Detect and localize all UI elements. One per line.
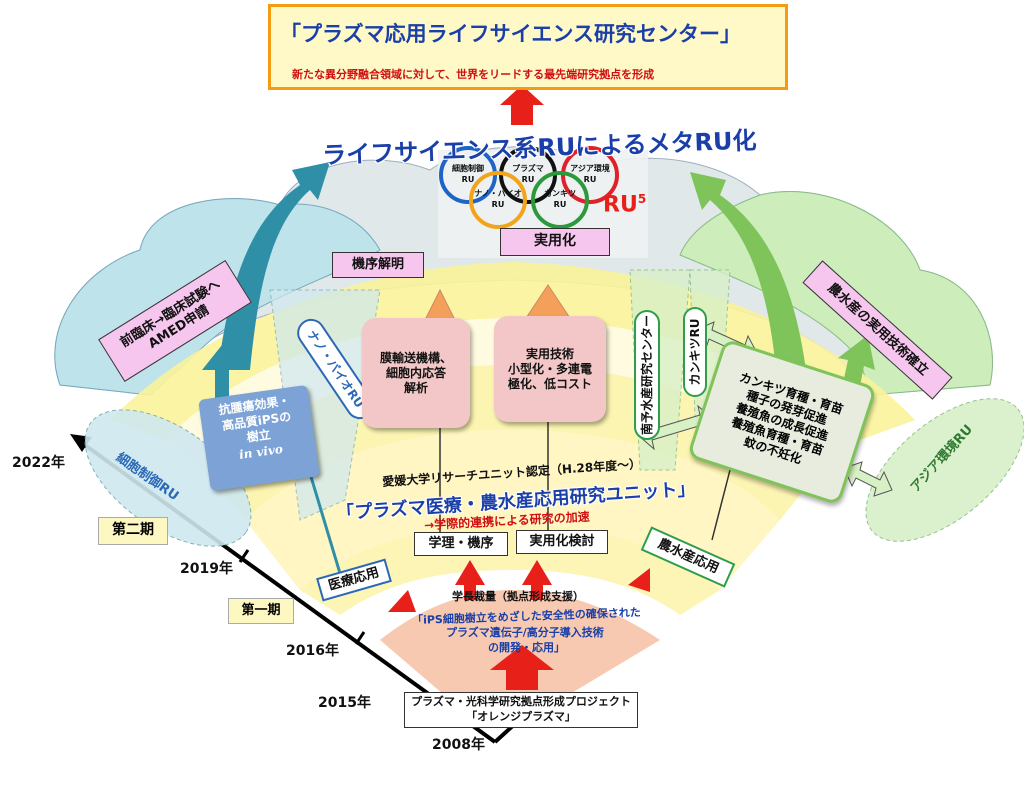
year-2008: 2008年 bbox=[432, 737, 485, 753]
center-title: 「プラズマ応用ライフサイエンス研究センター」 bbox=[280, 22, 741, 46]
membrane-box: 膜輸送機構、 細胞内応答 解析 bbox=[362, 318, 470, 428]
ru-ring-label-0-0: 細胞制御 bbox=[452, 163, 484, 173]
president-body3: の開発・応用」 bbox=[488, 641, 565, 654]
center-title-box bbox=[268, 4, 788, 90]
ru5-label: RU5 bbox=[603, 192, 647, 218]
tag-practical-review: 実用化検討 bbox=[516, 530, 608, 554]
phase1-label: 第一期 bbox=[228, 598, 294, 624]
president-title: 学長裁量（拠点形成支援） bbox=[452, 590, 584, 603]
president-body2: プラズマ遺伝子/高分子導入技術 bbox=[446, 626, 604, 639]
year-2015: 2015年 bbox=[318, 695, 371, 711]
year-2019: 2019年 bbox=[180, 561, 233, 577]
practical-box: 実用技術 小型化・多連電 極化、低コスト bbox=[494, 316, 606, 422]
phase-jitsuyo: 実用化 bbox=[500, 228, 610, 256]
ru-ring-label-3-0: ナノ・バイオ bbox=[474, 189, 522, 198]
ru-ring-label-4-1: RU bbox=[554, 200, 567, 209]
ru-ring-label-4-0: カンキツ bbox=[544, 189, 576, 198]
ru-ring-3 bbox=[469, 171, 527, 229]
origin-box: プラズマ・光科学研究拠点形成プロジェクト 「オレンジプラズマ」 bbox=[404, 692, 638, 728]
ru-ring-label-1-0: プラズマ bbox=[512, 163, 544, 173]
phase-kiko: 機序解明 bbox=[332, 252, 424, 278]
unit-kankitsu: カンキツRU bbox=[683, 307, 707, 397]
antitumor-box: 抗腫瘍効果・ 高品質iPSの 樹立 in vivo bbox=[198, 384, 320, 492]
ru-ring-label-2-1: RU bbox=[584, 175, 597, 184]
ru-ring-4 bbox=[531, 171, 589, 229]
origin-line1: プラズマ・光科学研究拠点形成プロジェクト bbox=[411, 695, 631, 709]
center-subtitle: 新たな異分野融合領域に対して、世界をリードする最先端研究拠点を形成 bbox=[292, 68, 655, 81]
unit-nanyo: 南予水産研究センター bbox=[634, 310, 660, 440]
year-2022: 2022年 bbox=[12, 455, 65, 471]
ru-ring-label-1-1: RU bbox=[522, 175, 535, 184]
ru-ring-label-2-0: アジア環境 bbox=[570, 163, 610, 173]
ru-ring-label-3-1: RU bbox=[492, 200, 505, 209]
phase2-label: 第二期 bbox=[98, 517, 168, 545]
year-2016: 2016年 bbox=[286, 643, 339, 659]
tag-science: 学理・機序 bbox=[414, 532, 508, 556]
origin-line2: 「オレンジプラズマ」 bbox=[466, 710, 576, 723]
ru-ring-label-0-1: RU bbox=[462, 175, 475, 184]
